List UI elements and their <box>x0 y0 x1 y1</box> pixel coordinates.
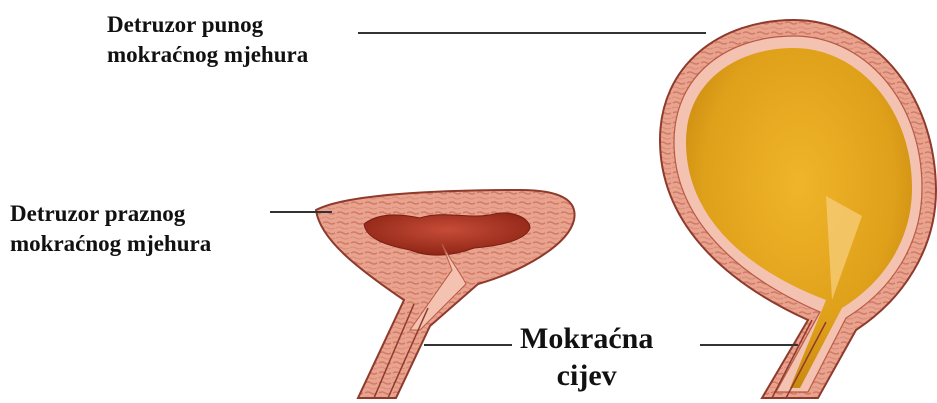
full-bladder <box>660 20 936 398</box>
label-empty-bladder-detrusor: Detruzor praznog mokraćnog mjehura <box>10 199 211 259</box>
label-empty-line-2: mokraćnog mjehura <box>10 231 211 256</box>
label-full-bladder-detrusor: Detruzor punog mokraćnog mjehura <box>107 10 308 70</box>
label-full-line-1: Detruzor punog <box>107 12 263 37</box>
label-urethra-line-1: Mokraćna <box>520 320 653 357</box>
label-full-line-2: mokraćnog mjehura <box>107 42 308 67</box>
label-urethra: Mokraćna cijev <box>520 320 653 394</box>
label-empty-line-1: Detruzor praznog <box>10 201 185 226</box>
label-urethra-line-2: cijev <box>520 357 653 394</box>
